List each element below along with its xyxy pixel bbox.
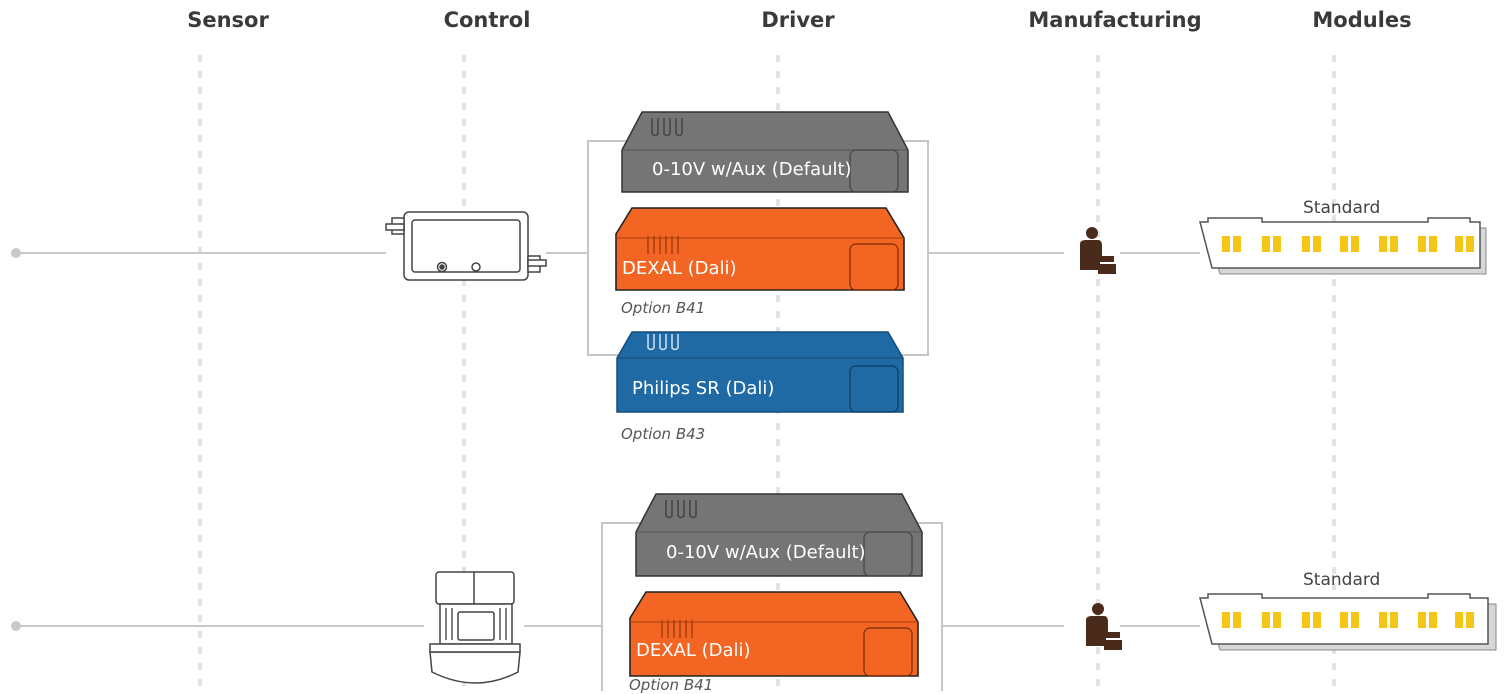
driver-box-philips — [616, 331, 904, 413]
module-label: Standard — [1303, 198, 1381, 218]
option-label-b41: Option B41 — [629, 676, 714, 694]
driver-label-philips: Philips SR (Dali) — [632, 378, 775, 399]
control-box-icon — [385, 211, 547, 281]
worker-icon — [1080, 227, 1116, 274]
module-label: Standard — [1303, 570, 1381, 590]
driver-box-dexal — [615, 207, 905, 291]
driver-box-default — [635, 493, 923, 577]
led-module-standard — [1199, 593, 1497, 651]
option-label-b41: Option B41 — [621, 299, 706, 317]
occupancy-sensor-icon — [429, 571, 521, 684]
driver-label-default: 0-10V w/Aux (Default) — [666, 542, 866, 563]
driver-label-dexal: DEXAL (Dali) — [636, 640, 751, 661]
sensor-node — [11, 621, 21, 631]
column-header-modules: Modules — [1312, 8, 1412, 32]
sensor-node — [11, 248, 21, 258]
column-header-manufacturing: Manufacturing — [1028, 8, 1202, 32]
column-header-driver: Driver — [761, 8, 835, 32]
worker-icon — [1086, 603, 1122, 650]
option-label-b43: Option B43 — [621, 425, 706, 443]
driver-label-dexal: DEXAL (Dali) — [622, 258, 737, 279]
column-header-sensor: Sensor — [187, 8, 269, 32]
row-2 — [11, 493, 1497, 691]
led-module-standard — [1199, 217, 1487, 275]
driver-box-dexal — [629, 591, 919, 677]
driver-box-default — [621, 111, 909, 193]
driver-label-default: 0-10V w/Aux (Default) — [652, 159, 852, 180]
row-1 — [11, 111, 1487, 413]
column-header-control: Control — [443, 8, 531, 32]
